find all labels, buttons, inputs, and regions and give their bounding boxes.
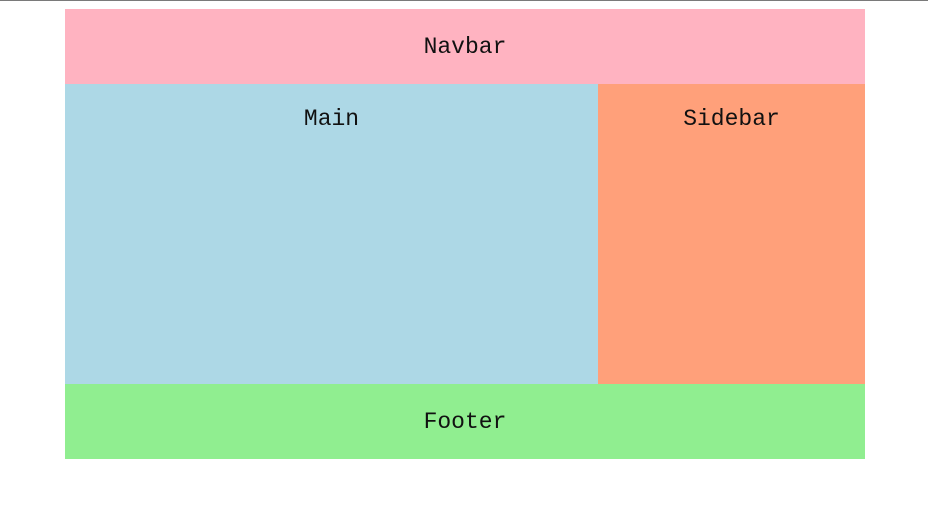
navbar: Navbar [65, 9, 865, 84]
sidebar: Sidebar [598, 84, 865, 384]
footer-label: Footer [423, 408, 507, 435]
top-divider [0, 0, 928, 1]
navbar-label: Navbar [423, 33, 507, 60]
footer: Footer [65, 384, 865, 459]
sidebar-label: Sidebar [683, 106, 780, 132]
main-content: Main [65, 84, 598, 384]
grid-layout: Navbar Main Sidebar Footer [65, 9, 865, 459]
main-label: Main [303, 106, 360, 132]
